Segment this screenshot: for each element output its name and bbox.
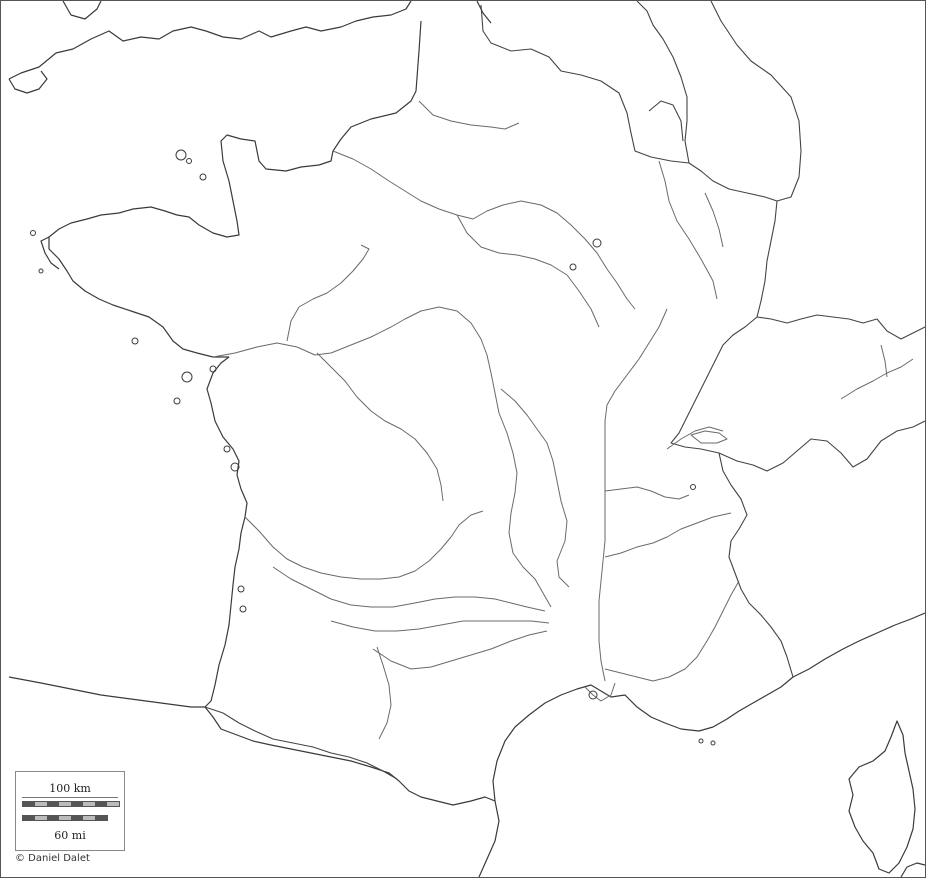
border-switzerland-south [670,316,925,472]
border-germany-north [710,1,802,202]
river-saone [598,308,668,682]
river-vienne [316,352,444,502]
border-belgium [480,4,690,164]
sardinia-tip [900,862,925,877]
river-dordogne [272,566,546,612]
river-seine [332,150,636,310]
scale-mi-label: 60 mi [54,829,86,842]
river-meuse [658,160,718,300]
island-belle-ile [181,371,193,383]
atlantic-coast [204,356,496,806]
river-allier [500,388,570,588]
border-luxembourg [648,100,684,142]
island-oleron [230,462,240,472]
river-adour [376,646,392,740]
map-credit: © Daniel Dalet [15,853,90,864]
river-oise [418,100,520,130]
border-spain [204,706,398,780]
river-isere [604,512,732,558]
river-lot [330,620,550,632]
border-switzerland [756,314,925,340]
island-arcachon [237,585,245,593]
river-marne [456,214,600,328]
river-aar [840,358,914,400]
river-tarn [372,630,548,670]
island-porquerolles [710,740,716,746]
border-germany [688,162,778,318]
scale-bar-km [22,801,120,807]
border-italy [718,452,794,678]
scale-bar-legend: 100 km 60 mi [15,771,125,851]
england-coastline [8,1,412,80]
island-jersey [175,149,187,161]
lake-geneva [690,430,728,444]
island-ouessant [30,230,36,236]
island-groix [131,337,139,345]
bay-of-biscay-coast [8,676,205,708]
river-loire [212,306,552,608]
scale-bar-mi [22,815,108,821]
spain-east-coast [478,800,500,877]
river-doubs [666,426,724,450]
island-sark [199,173,207,181]
brittany-tip [40,236,60,270]
scale-rule [22,797,118,798]
scale-km-label: 100 km [49,782,91,795]
river-sarthe [286,244,370,342]
river-rhone [604,486,690,500]
mediterranean-coast [492,612,925,802]
england-west-coast [8,70,48,94]
river-moselle [704,192,724,248]
lake-berre [588,690,598,700]
border-netherlands [636,1,690,164]
island-guernsey [186,158,192,164]
island-noirmoutier [173,397,181,405]
river-ticino [880,344,888,378]
river-garonne [244,510,484,580]
island-ile-de-ré-2 [239,605,247,613]
island-hyeres [698,738,704,744]
england-top-coast [62,1,102,20]
corsica [848,720,916,874]
england-east-coast [476,1,492,24]
island-re [223,445,231,453]
island-sein [38,268,44,274]
lake-der [569,263,577,271]
lake-etang [592,238,602,248]
north-coast [48,20,422,358]
river-durance [604,580,740,682]
island-yeu [209,365,217,373]
lake-neuchatel [690,484,696,490]
